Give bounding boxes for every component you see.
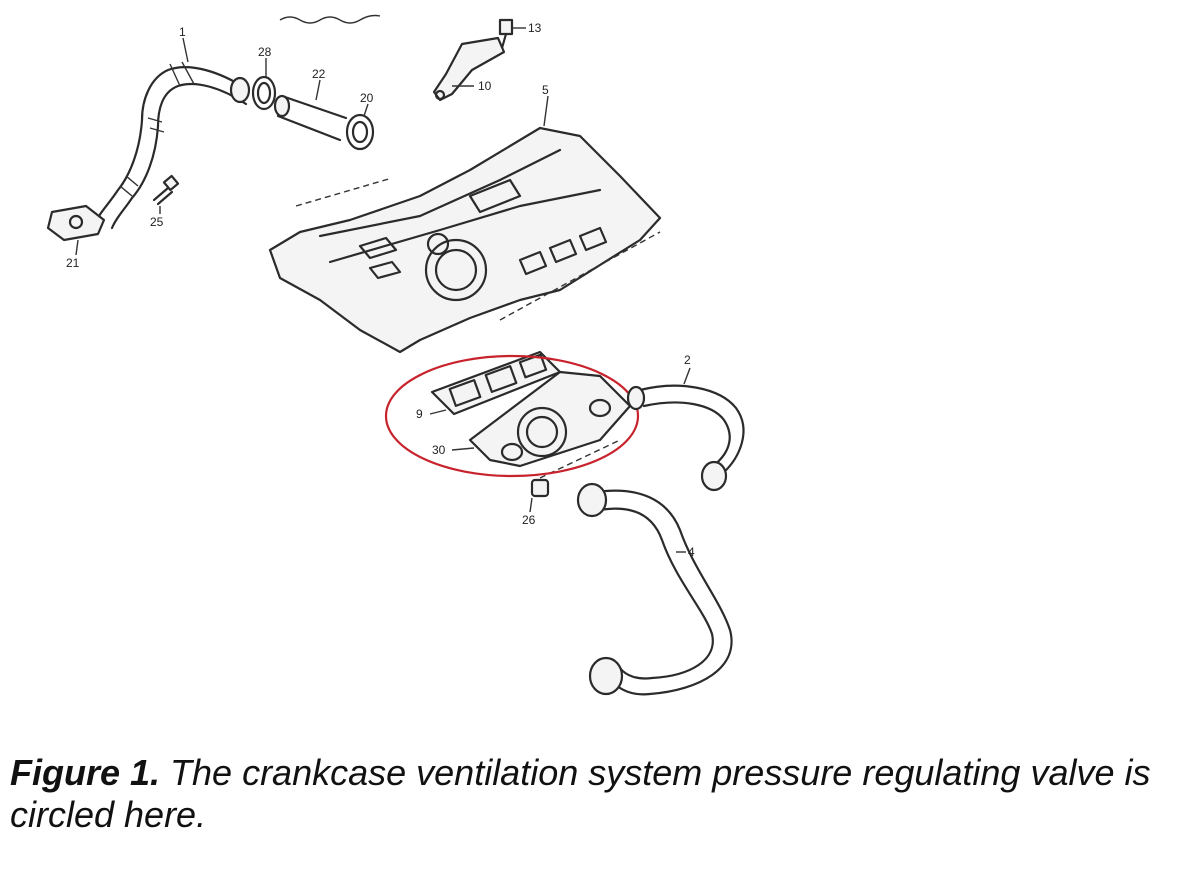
callout-28: 28 xyxy=(258,45,272,59)
callout-9: 9 xyxy=(416,407,423,421)
hose-part-2 xyxy=(626,367,745,492)
callout-4: 4 xyxy=(688,545,695,559)
callout-30: 30 xyxy=(432,443,446,457)
clamp-part-28 xyxy=(251,58,277,111)
clamp-part-20 xyxy=(345,103,375,151)
parts-diagram: 1 21 25 28 22 xyxy=(46,14,745,696)
cut-line-top xyxy=(279,14,381,24)
figure-caption-text: The crankcase ventilation system pressur… xyxy=(10,752,1151,835)
callout-5: 5 xyxy=(542,83,549,97)
bolt-part-25 xyxy=(152,174,180,214)
callout-1: 1 xyxy=(179,25,186,39)
hose-part-22 xyxy=(273,79,348,142)
hose-part-1 xyxy=(94,37,251,230)
callout-10: 10 xyxy=(478,79,492,93)
bolt-part-13 xyxy=(498,18,526,50)
valve-cover-part-5 xyxy=(268,95,662,354)
hose-part-4 xyxy=(576,482,733,696)
fitting-part-26 xyxy=(529,478,550,513)
alignment-line-left xyxy=(295,177,393,207)
callout-26: 26 xyxy=(522,513,536,527)
alignment-line-lower xyxy=(539,439,621,479)
callout-13: 13 xyxy=(528,21,542,35)
figure-caption: Figure 1. The crankcase ventilation syst… xyxy=(10,752,1190,836)
bracket-part-10 xyxy=(432,36,506,102)
callout-2: 2 xyxy=(684,353,691,367)
alignment-line-right xyxy=(499,231,661,321)
figure-label: Figure 1. xyxy=(10,752,161,793)
callout-21: 21 xyxy=(66,256,80,270)
flange-part-21 xyxy=(46,204,106,256)
pressure-regulating-valve-assembly xyxy=(429,350,632,468)
callout-22: 22 xyxy=(312,67,326,81)
callout-20: 20 xyxy=(360,91,374,105)
highlight-circle xyxy=(384,354,640,478)
callout-25: 25 xyxy=(150,215,164,229)
